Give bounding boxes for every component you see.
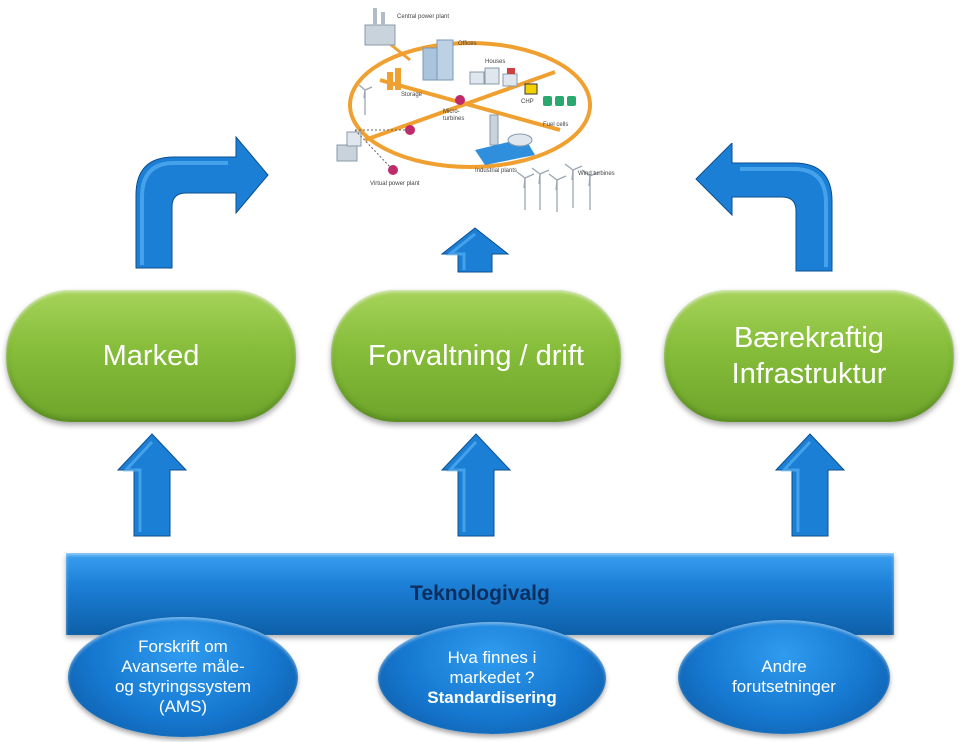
storage-label: Storage — [401, 92, 423, 98]
ellipse-left-line1: Forskrift om — [138, 637, 228, 656]
grid-ring — [348, 41, 592, 169]
up-arrow-center — [440, 433, 512, 537]
curved-arrow-left — [135, 135, 269, 269]
wind-turbines-label: Wind turbines — [578, 171, 615, 177]
chp-label: CHP — [521, 99, 534, 105]
houses-icon — [469, 67, 518, 87]
fuel-cells-label: Fuel cells — [543, 122, 568, 128]
box-baerekraftig-line2: Infrastruktur — [731, 358, 887, 390]
box-marked: Marked — [6, 290, 296, 422]
ellipse-center-line2: markedet ? — [449, 668, 535, 687]
micro-turbines-label-2: turbines — [443, 116, 464, 122]
ellipse-center-line1: Hva finnes i — [447, 648, 537, 667]
ellipse-left-line3: og styringssystem — [114, 677, 252, 696]
micro-turbine-icon — [388, 165, 398, 175]
up-arrow-left — [116, 433, 188, 537]
offices-label: Offices — [458, 41, 477, 47]
ellipse-center-bold: Standardisering — [427, 688, 557, 707]
micro-turbine-icon — [455, 95, 465, 105]
ellipse-forskrift-ams: Forskrift om Avanserte måle- og styrings… — [68, 617, 298, 737]
curved-arrow-right — [695, 143, 833, 272]
teknologivalg-title: Teknologivalg — [410, 582, 550, 605]
central-power-plant-icon — [364, 8, 396, 46]
box-baerekraftig-line1: Bærekraftig — [734, 322, 884, 354]
virtual-power-plant-icon — [336, 129, 410, 171]
box-forvaltning-label: Forvaltning / drift — [368, 340, 584, 372]
up-arrow-right — [774, 433, 846, 537]
offices-icon — [422, 39, 454, 81]
ellipse-right-line1: Andre — [761, 657, 807, 676]
houses-label: Houses — [485, 59, 505, 65]
ellipse-left-line2: Avanserte måle- — [121, 657, 245, 676]
ellipse-right-line2: forutsetninger — [732, 677, 836, 696]
chp-icon — [524, 83, 538, 95]
micro-turbine-icon — [405, 125, 415, 135]
ellipse-hva-finnes: Hva finnes i markedet ? Standardisering — [378, 622, 606, 734]
ellipse-andre-forutsetninger: Andre forutsetninger — [678, 620, 890, 734]
box-forvaltning-drift: Forvaltning / drift — [331, 290, 621, 422]
up-arrow-small — [440, 227, 510, 273]
ellipse-left-line4: (AMS) — [158, 697, 208, 716]
grid-line — [379, 78, 561, 132]
virtual-power-plant-label: Virtual power plant — [370, 181, 420, 187]
box-baerekraftig-infrastruktur: Bærekraftig Infrastruktur — [664, 290, 954, 422]
grid-line — [364, 70, 556, 142]
storage-icon — [387, 68, 401, 90]
box-marked-label: Marked — [102, 340, 200, 372]
smart-grid-illustration: Central power plant Offices Houses Stora… — [336, 8, 615, 212]
micro-turbines-label-1: Micro- — [443, 109, 460, 115]
wind-turbines-icon — [358, 84, 600, 212]
central-power-plant-label: Central power plant — [397, 14, 449, 20]
industrial-plants-icon — [475, 114, 535, 165]
fuel-cells-icon — [543, 96, 576, 106]
industrial-plants-label: Industrial plants — [475, 168, 517, 174]
